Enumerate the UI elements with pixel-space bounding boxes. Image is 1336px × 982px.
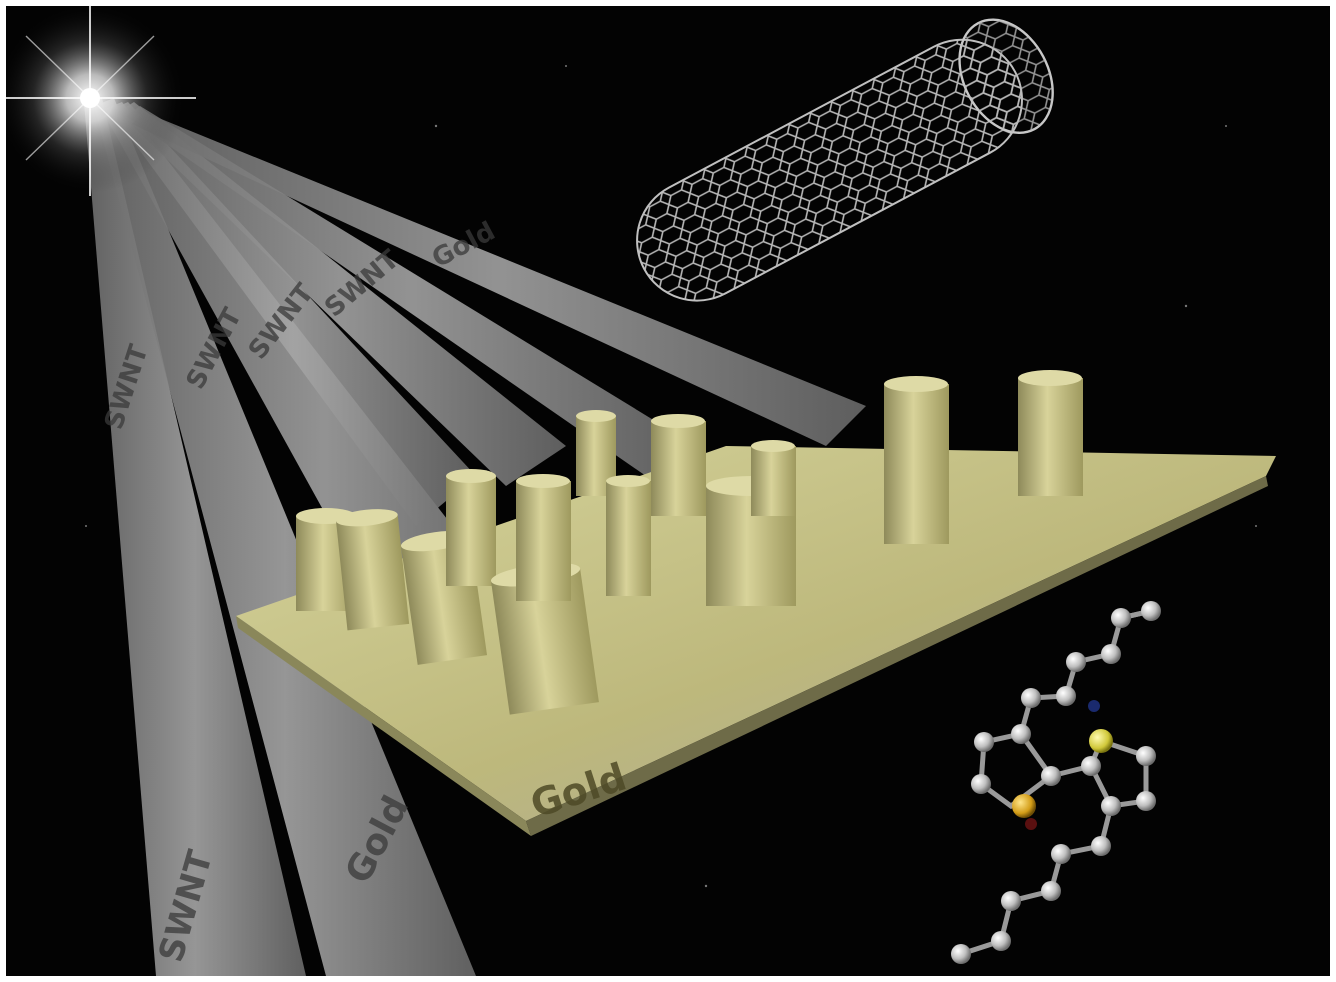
standing-nanotubes bbox=[296, 370, 1083, 715]
carbon-atoms bbox=[951, 601, 1161, 964]
scene-illustration: SWNT Gold SWNT SWNT SWNT SWNT Gold Gold bbox=[6, 6, 1276, 976]
tube-cylinder bbox=[884, 376, 949, 544]
red-atom bbox=[1025, 818, 1037, 830]
beam-1 bbox=[84, 98, 306, 976]
beam-4 bbox=[110, 102, 476, 526]
beam-7 bbox=[132, 112, 866, 446]
beam-2 bbox=[94, 98, 476, 976]
tube-cylinder bbox=[446, 469, 496, 586]
beam-6 bbox=[126, 106, 696, 476]
oxygen-atom bbox=[1012, 794, 1036, 818]
tube-cylinder bbox=[1018, 370, 1083, 496]
tube-cylinder bbox=[516, 474, 571, 601]
beam-5 bbox=[118, 102, 566, 486]
substrate-edge bbox=[236, 616, 531, 836]
tube-cylinder bbox=[606, 475, 651, 596]
nitrogen-atom bbox=[1088, 700, 1100, 712]
tube-cylinder bbox=[651, 414, 706, 516]
carbon-nanotube bbox=[636, 18, 1054, 302]
background-stars bbox=[85, 65, 1257, 888]
sulfur-atom bbox=[1089, 729, 1113, 753]
molecule-model bbox=[951, 601, 1161, 964]
light-source-star bbox=[6, 6, 196, 196]
tube-cylinder bbox=[751, 440, 796, 516]
tube-cylinder bbox=[335, 509, 410, 631]
